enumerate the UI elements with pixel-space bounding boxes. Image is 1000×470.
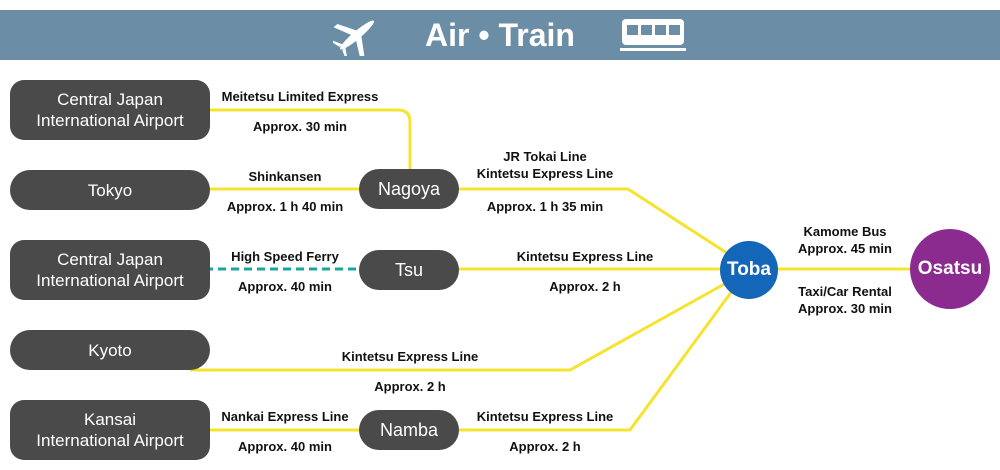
route-label-kintetsu-namba: Kintetsu Express Line [476, 409, 614, 424]
route-kyoto-toba [190, 280, 729, 372]
route-label-kintetsu-nagoya: Kintetsu Express Line [476, 166, 614, 181]
route-label-kamome-bus: Kamome Bus [803, 224, 887, 239]
route-label-nankai: Nankai Express Line [221, 409, 349, 424]
train-icon [620, 19, 686, 51]
route-time-meitetsu: Approx. 30 min [253, 119, 347, 134]
origin-kyoto: Kyoto [10, 330, 210, 370]
route-time-kyoto-toba: Approx. 2 h [374, 379, 446, 394]
route-label-taxi: Taxi/Car Rental [798, 284, 892, 299]
hub-nagoya: Nagoya [359, 169, 459, 209]
route-nagoya-toba [455, 187, 731, 257]
route-time-ferry: Approx. 40 min [238, 279, 332, 294]
route-time-taxi: Approx. 30 min [798, 301, 892, 316]
airplane-icon [333, 20, 375, 56]
origin-central-japan-airport: Central Japan International Airport [10, 80, 210, 140]
route-time-namba-toba: Approx. 2 h [509, 439, 581, 454]
origin-central-japan-airport-ferry: Central Japan International Airport [10, 240, 210, 300]
origin-kansai-airport: Kansai International Airport [10, 400, 210, 460]
route-label-jr-tokai: JR Tokai Line [503, 149, 587, 164]
hub-namba: Namba [359, 410, 459, 450]
hub-tsu: Tsu [359, 250, 459, 290]
origin-tokyo: Tokyo [10, 170, 210, 210]
route-label-meitetsu: Meitetsu Limited Express [221, 89, 379, 104]
route-time-shinkansen: Approx. 1 h 40 min [226, 199, 344, 214]
route-time-nagoya-toba: Approx. 1 h 35 min [486, 199, 604, 214]
route-airport1-nagoya [205, 108, 412, 172]
route-label-kintetsu-kyoto: Kintetsu Express Line [341, 349, 479, 364]
destination-osatsu: Osatsu [910, 229, 990, 309]
route-time-kamome-bus: Approx. 45 min [798, 241, 892, 256]
route-time-tsu-toba: Approx. 2 h [549, 279, 621, 294]
destination-toba: Toba [720, 241, 778, 299]
route-namba-toba [455, 286, 737, 432]
route-label-ferry: High Speed Ferry [231, 249, 339, 264]
page-title: Air • Train [425, 17, 575, 53]
route-label-shinkansen: Shinkansen [248, 169, 322, 184]
header-bar [0, 10, 1000, 60]
route-label-kintetsu-tsu: Kintetsu Express Line [516, 249, 654, 264]
route-time-nankai: Approx. 40 min [238, 439, 332, 454]
